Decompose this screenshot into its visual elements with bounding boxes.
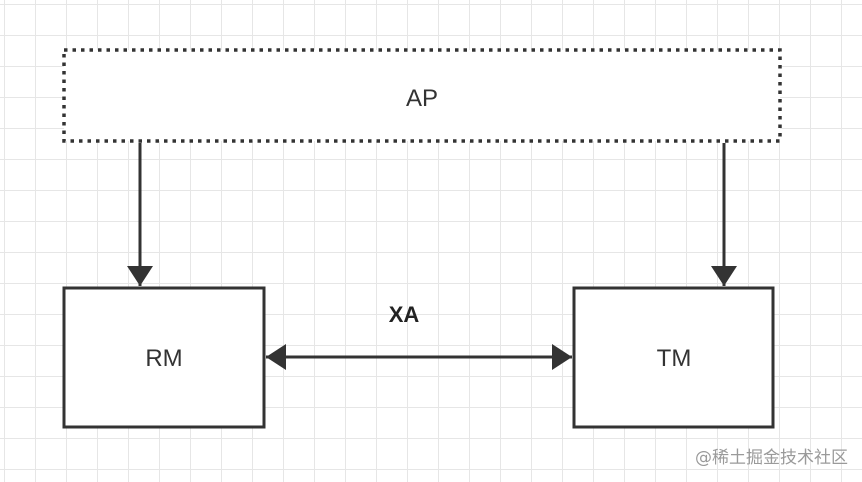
tm-box xyxy=(572,286,775,429)
rm-node: RM xyxy=(62,286,266,429)
rm-box xyxy=(62,286,266,429)
rm-label: RM xyxy=(145,345,182,372)
watermark-text: @稀土掘金技术社区 xyxy=(695,448,848,468)
ap-label: AP xyxy=(406,85,438,112)
edge-rm-tm-label: XA xyxy=(389,302,420,327)
tm-label: TM xyxy=(657,345,692,372)
ap-node: AP xyxy=(62,48,782,143)
tm-node: TM xyxy=(572,286,775,429)
ap-box xyxy=(62,48,782,143)
